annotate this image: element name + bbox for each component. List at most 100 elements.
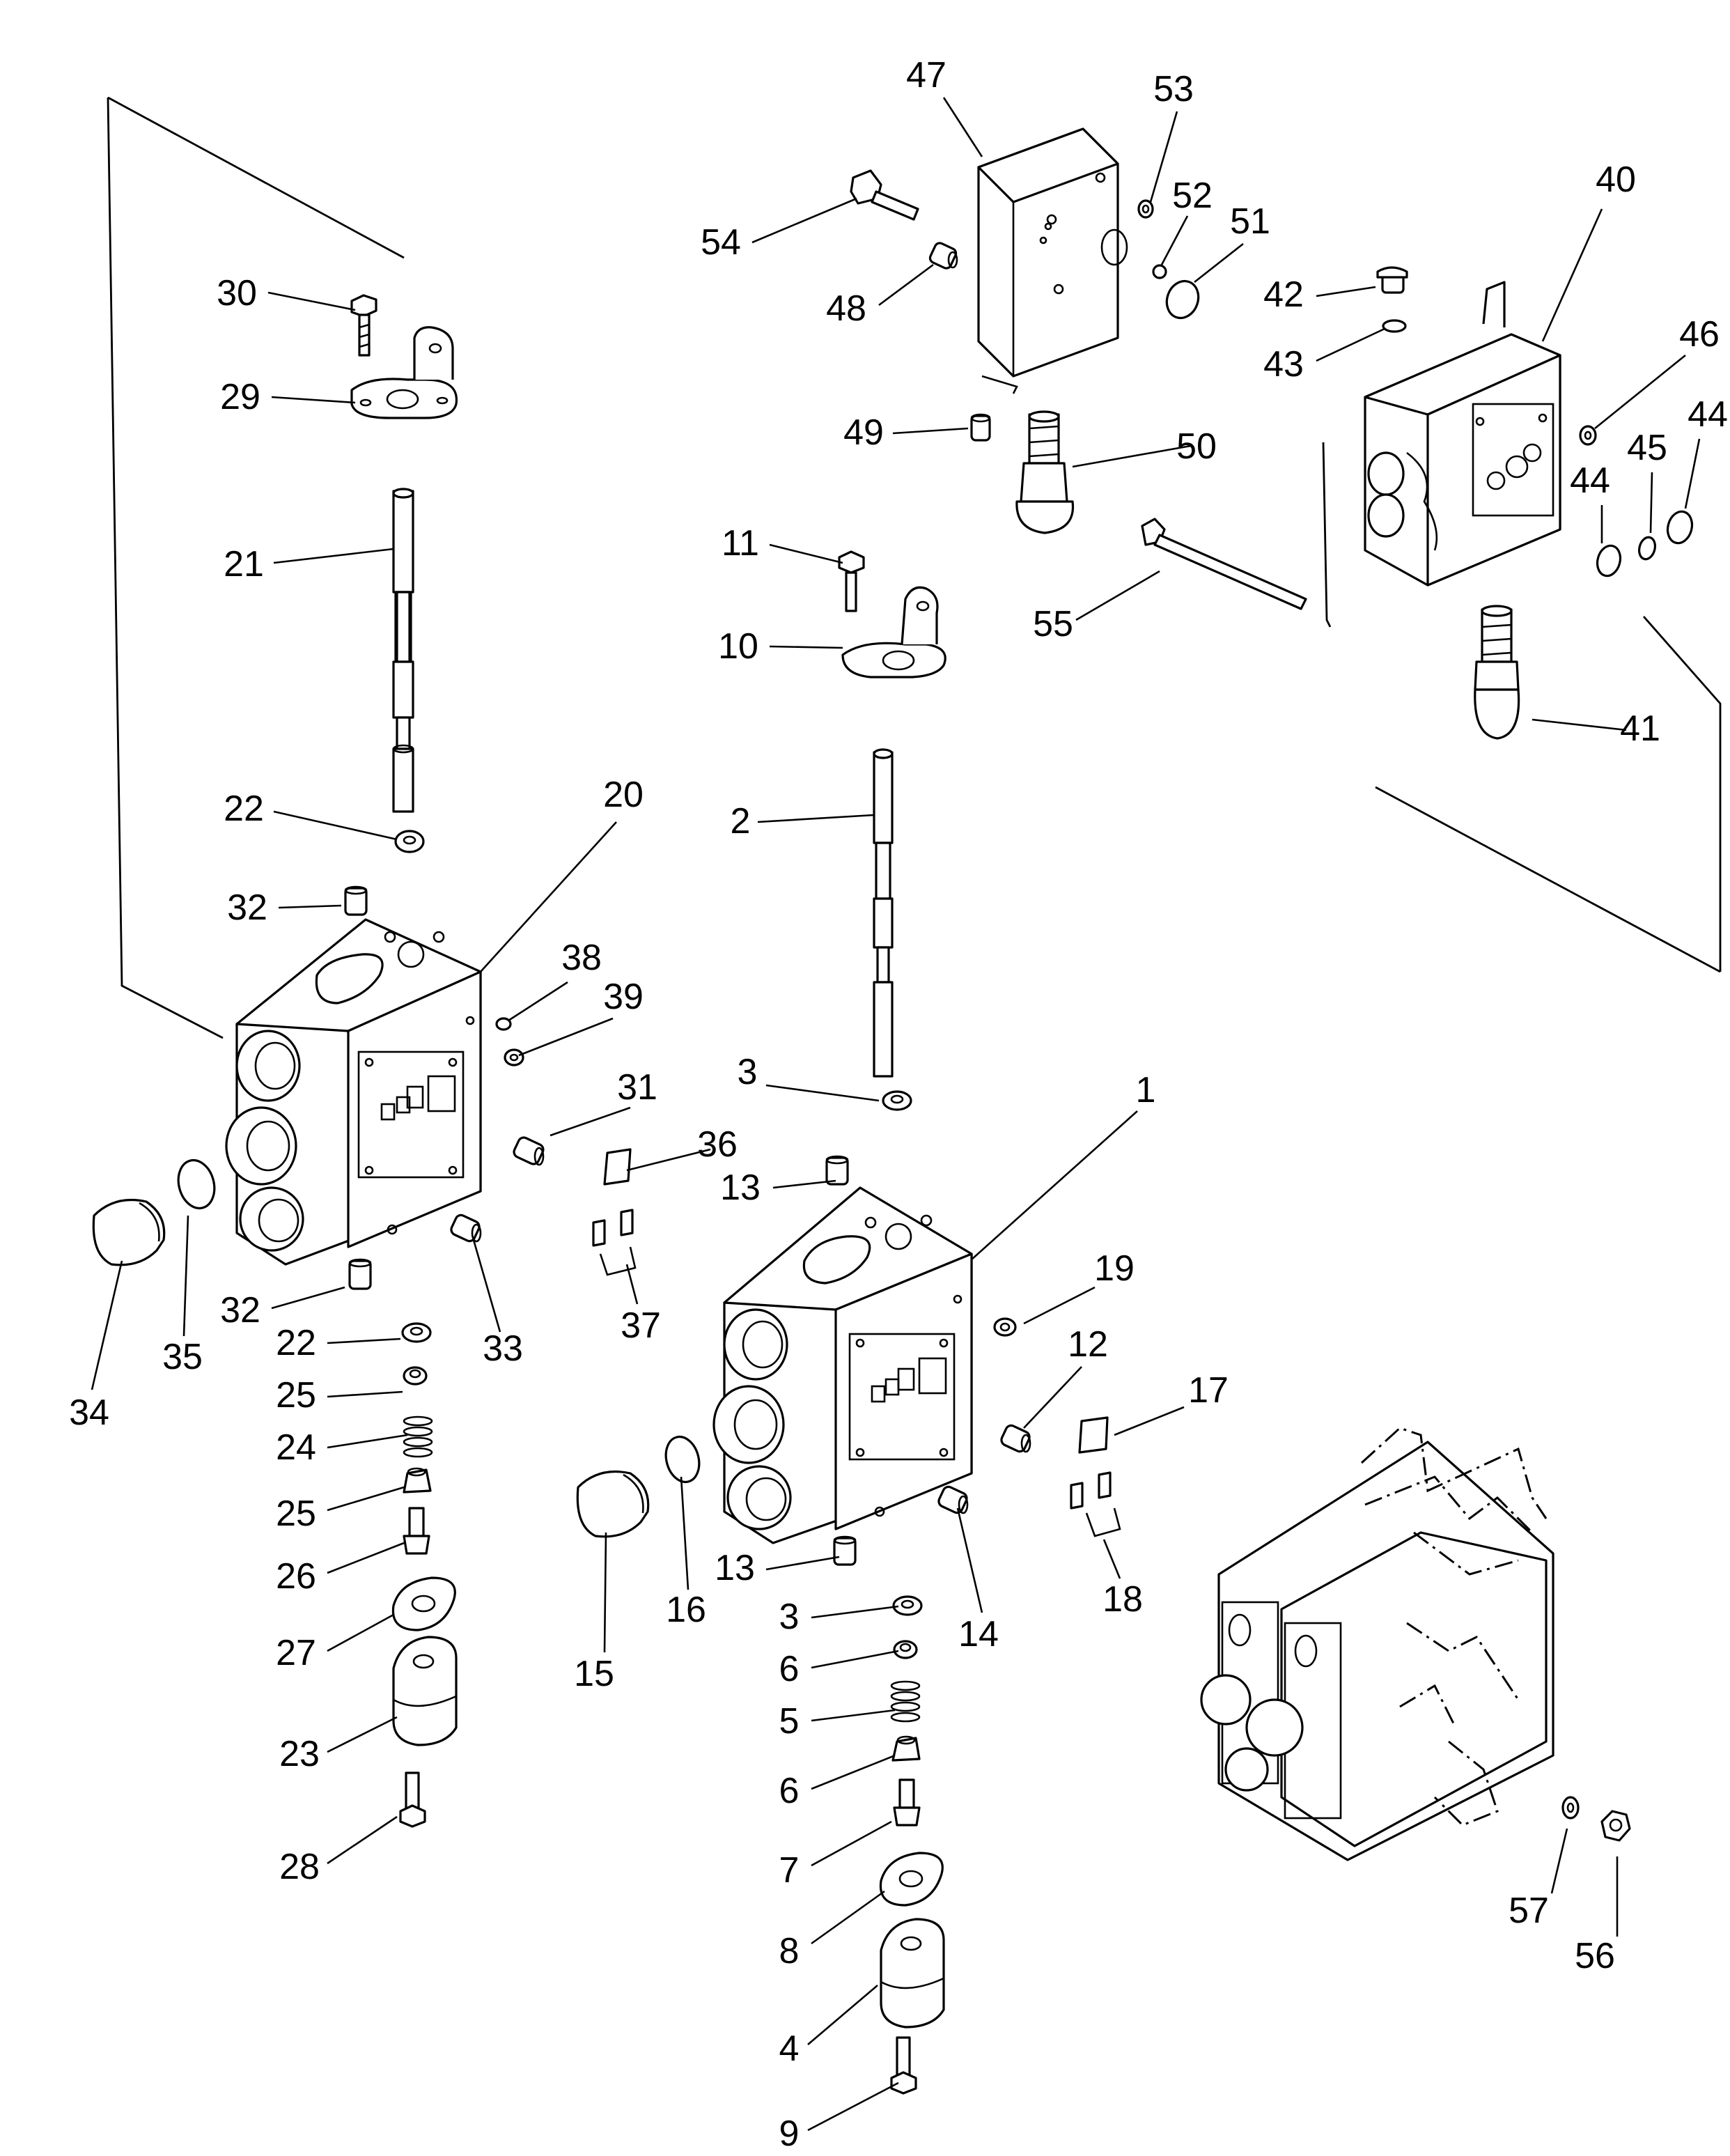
leader-bracket-49: [981, 375, 1018, 394]
seal-3-upper: [882, 1090, 912, 1111]
callout-label-c16: 16: [666, 1590, 706, 1630]
valve-50: [1015, 410, 1075, 534]
gasket-17: [1078, 1416, 1109, 1454]
bolt-30: [350, 294, 377, 357]
oring-43: [1382, 319, 1407, 333]
plug-42: [1376, 266, 1408, 294]
leader-line-c50: [1072, 444, 1192, 468]
oring-44-inner: [1596, 544, 1622, 577]
leader-line-c3a: [765, 1084, 880, 1102]
callout-label-c1: 1: [1136, 1070, 1156, 1110]
seals-37: [592, 1209, 637, 1276]
callout-label-c2: 2: [731, 801, 751, 842]
end-cover-40: [1364, 281, 1561, 587]
leader-line-c6a: [811, 1650, 899, 1669]
washer-19: [993, 1317, 1017, 1337]
callout-label-c6a: 6: [779, 1649, 800, 1689]
oring-16: [664, 1435, 701, 1484]
callout-label-c12: 12: [1068, 1324, 1108, 1365]
valve-section-1: [712, 1186, 973, 1544]
leader-line-c10: [769, 645, 843, 649]
callout-label-c54: 54: [701, 222, 741, 263]
leader-line-c19: [1023, 1286, 1096, 1325]
leader-line-c7: [811, 1820, 892, 1867]
bolt-11: [838, 550, 865, 612]
leader-line-c45: [1649, 472, 1653, 534]
leader-line-c39: [518, 1017, 614, 1057]
callout-label-c53: 53: [1153, 69, 1194, 109]
seals-18: [1070, 1471, 1121, 1537]
flange-27: [391, 1576, 456, 1631]
spool-2: [873, 748, 894, 1078]
leader-line-c8: [811, 1890, 885, 1945]
callout-label-c17: 17: [1188, 1370, 1229, 1411]
retainer-25-lower: [403, 1467, 432, 1494]
leader-line-c36: [626, 1148, 711, 1172]
leader-line-c32a: [278, 904, 342, 909]
callout-label-c15: 15: [574, 1654, 614, 1694]
leader-line-c31: [550, 1106, 631, 1137]
callout-label-c31: 31: [617, 1067, 657, 1108]
leader-line-c29: [271, 396, 356, 404]
callout-label-c43: 43: [1263, 344, 1304, 385]
leader-line-c27: [327, 1613, 394, 1652]
callout-label-c38: 38: [561, 938, 602, 978]
retainer-6-lower: [891, 1735, 921, 1762]
leader-line-c42: [1316, 286, 1376, 297]
gasket-36: [603, 1148, 632, 1186]
callout-label-c26: 26: [276, 1556, 316, 1597]
callout-label-c10: 10: [718, 626, 758, 667]
bracket-plate-10: [841, 586, 946, 678]
callout-label-c29: 29: [220, 377, 260, 417]
plug-32-upper: [344, 885, 368, 916]
leader-line-c28: [327, 1815, 398, 1865]
washer-57: [1561, 1796, 1580, 1820]
callout-label-c19: 19: [1094, 1248, 1135, 1289]
leader-line-c53: [1149, 111, 1178, 203]
leader-line-c54: [751, 197, 857, 244]
leader-line-c25a: [327, 1390, 403, 1398]
callout-label-c49: 49: [843, 412, 884, 453]
callout-label-c42: 42: [1263, 274, 1304, 315]
stopper-7: [893, 1778, 921, 1827]
callout-label-c4: 4: [779, 2029, 800, 2069]
callout-label-c7: 7: [779, 1850, 800, 1891]
callout-label-c32a: 32: [227, 887, 267, 928]
callout-label-c13b: 13: [715, 1548, 755, 1588]
leader-line-c13a: [772, 1179, 836, 1189]
plug-13-lower: [833, 1535, 857, 1566]
leader-line-c26: [327, 1542, 405, 1574]
leader-line-c25b: [327, 1486, 405, 1512]
callout-label-c46: 46: [1679, 314, 1720, 355]
tie-bolt-55: [1141, 518, 1307, 610]
leader-line-c22b: [327, 1337, 401, 1344]
leader-line-c47: [942, 97, 983, 157]
callout-label-c25b: 25: [276, 1494, 316, 1534]
plug-12: [1000, 1424, 1031, 1453]
callout-label-c44a: 44: [1570, 460, 1610, 501]
callout-label-c27: 27: [276, 1633, 316, 1673]
callout-label-c55: 55: [1033, 604, 1073, 644]
leader-line-c14: [956, 1507, 983, 1613]
leader-line-c52: [1160, 215, 1189, 265]
callout-label-c3a: 3: [738, 1052, 758, 1092]
leader-line-c13b: [765, 1556, 840, 1571]
oring-52: [1152, 264, 1167, 279]
callout-layer: 1233456678910111213131415161718192021222…: [69, 55, 1728, 2154]
callout-label-c13a: 13: [720, 1168, 761, 1208]
leader-line-c51: [1194, 242, 1244, 284]
callout-label-c41: 41: [1620, 708, 1660, 749]
callout-label-c30: 30: [217, 273, 257, 313]
seal-3-lower: [892, 1595, 923, 1616]
leader-line-c1: [971, 1110, 1138, 1260]
leader-line-c38: [508, 981, 568, 1022]
bolt-54: [850, 169, 919, 221]
bolt-9: [890, 2036, 917, 2095]
leader-line-c23: [327, 1716, 398, 1753]
oring-45: [1637, 536, 1657, 561]
cap-23: [392, 1636, 458, 1746]
leader-line-c6b: [811, 1754, 896, 1790]
callout-label-c32b: 32: [220, 1290, 260, 1331]
cap-4: [880, 1918, 945, 2029]
leader-line-c16: [680, 1476, 689, 1590]
